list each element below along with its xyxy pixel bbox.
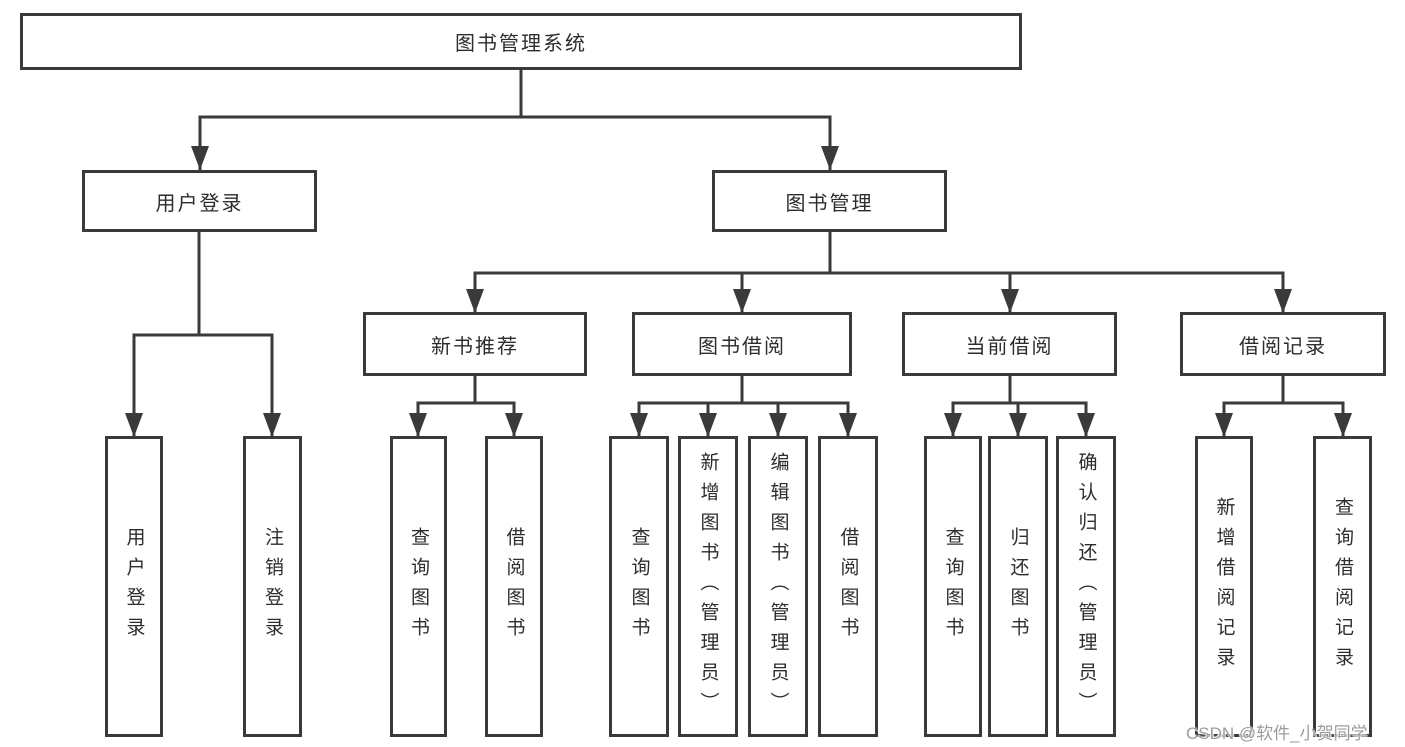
leaf-add-borrow-record-label: 新增借阅记录 [1213,496,1235,677]
leaf-query-books-3-label: 查询图书 [942,526,964,647]
leaf-query-borrow-record-label: 查询借阅记录 [1332,496,1353,677]
connector-root-bar [198,68,832,119]
node-book-borrowing-label: 图书借阅 [698,335,786,358]
leaf-user-login-label: 用户登录 [123,526,145,647]
leaf-confirm-return-admin-label: 确认归还（管理员） [1075,451,1097,722]
csdn-watermark: CSDN @软件_小贺同学 [1186,724,1368,743]
leaf-query-books-2-label: 查询图书 [628,526,650,647]
node-borrowing-records-label: 借阅记录 [1239,335,1327,358]
leaf-query-borrow-record: 查询借阅记录 [1313,436,1372,737]
node-new-book-recommend: 新书推荐 [363,312,587,376]
connector-user-login-bar [132,230,274,337]
connector-book-mgmt-bar [473,230,1285,275]
leaf-query-books-2: 查询图书 [609,436,669,737]
leaf-borrow-books-1-label: 借阅图书 [503,526,525,647]
connector-current-borrow-bar [951,374,1088,405]
leaf-query-books-1-label: 查询图书 [408,526,429,647]
leaf-return-book-label: 归还图书 [1007,526,1029,647]
node-borrowing-records: 借阅记录 [1180,312,1386,376]
node-book-borrowing: 图书借阅 [632,312,852,376]
leaf-add-book-admin-label: 新增图书（管理员） [697,451,719,722]
leaf-borrow-books-1: 借阅图书 [485,436,543,737]
leaf-query-books-1: 查询图书 [390,436,447,737]
node-library-management-system-label: 图书管理系统 [455,33,587,55]
leaf-edit-book-admin: 编辑图书（管理员） [748,436,808,737]
node-new-book-recommend-label: 新书推荐 [431,335,519,358]
node-current-borrowing-label: 当前借阅 [965,335,1054,358]
leaf-edit-book-admin-label: 编辑图书（管理员） [767,451,789,722]
node-user-login-label: 用户登录 [155,192,244,215]
leaf-logout: 注销登录 [243,436,302,737]
node-book-management-label: 图书管理 [785,192,874,215]
connector-new-book-rec-bar [416,374,516,405]
connector-borrow-records-bar [1222,374,1345,405]
node-library-management-system: 图书管理系统 [20,13,1022,70]
node-current-borrowing: 当前借阅 [902,312,1117,376]
leaf-add-book-admin: 新增图书（管理员） [678,436,738,737]
leaf-logout-label: 注销登录 [262,526,283,647]
node-book-management: 图书管理 [712,170,947,232]
connector-book-borrow-bar [637,374,850,405]
node-user-login: 用户登录 [82,170,317,232]
leaf-confirm-return-admin: 确认归还（管理员） [1056,436,1116,737]
leaf-query-books-3: 查询图书 [924,436,982,737]
leaf-borrow-books-2-label: 借阅图书 [837,526,859,647]
leaf-borrow-books-2: 借阅图书 [818,436,878,737]
leaf-return-book: 归还图书 [988,436,1048,737]
leaf-add-borrow-record: 新增借阅记录 [1195,436,1253,737]
leaf-user-login: 用户登录 [105,436,163,737]
